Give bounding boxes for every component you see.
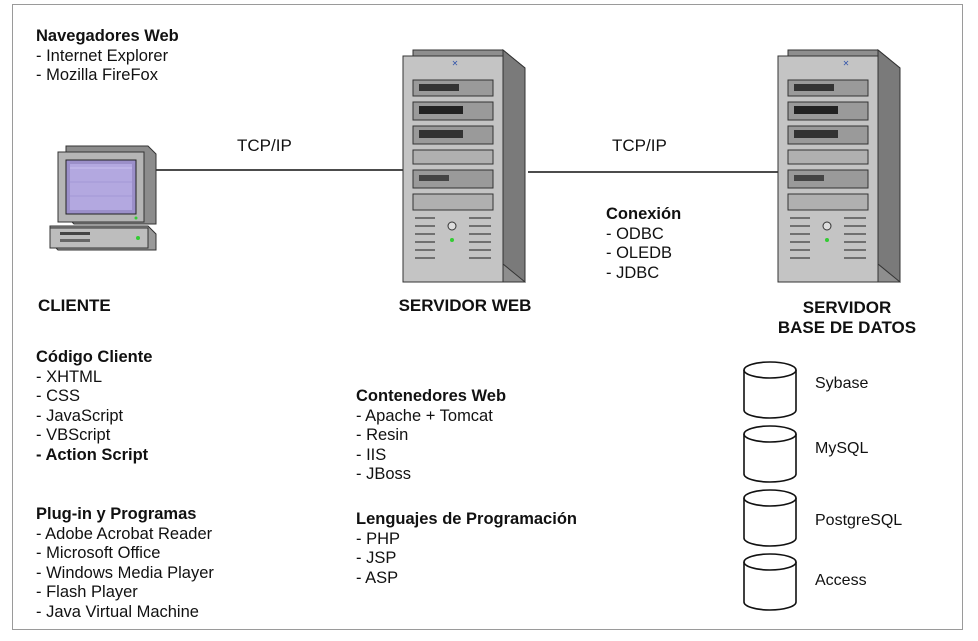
- db-server-caption-line2: BASE DE DATOS: [777, 318, 917, 337]
- containers-block: Contenedores Web Apache + Tomcat Resin I…: [356, 387, 506, 485]
- connection-block: Conexión ODBC OLEDB JDBC: [606, 205, 681, 283]
- client-code-item-bold: Action Script: [36, 446, 152, 466]
- language-item: PHP: [356, 530, 577, 550]
- language-item: ASP: [356, 569, 577, 589]
- client-computer-icon: [49, 145, 157, 251]
- container-item: JBoss: [356, 465, 506, 485]
- db-server-caption-line1: SERVIDOR: [802, 298, 892, 317]
- container-item: Resin: [356, 426, 506, 446]
- svg-text:✕: ✕: [452, 59, 459, 68]
- database-cylinder-icon: [743, 553, 797, 611]
- database-label-postgresql: PostgreSQL: [815, 512, 903, 529]
- plugin-item: Java Virtual Machine: [36, 603, 214, 623]
- plugin-item: Windows Media Player: [36, 564, 214, 584]
- client-code-item: VBScript: [36, 426, 152, 446]
- db-server-caption: SERVIDOR BASE DE DATOS: [762, 298, 932, 338]
- plugins-block: Plug-in y Programas Adobe Acrobat Reader…: [36, 505, 214, 623]
- database-label-access: Access: [815, 572, 867, 589]
- language-item: JSP: [356, 549, 577, 569]
- container-item: IIS: [356, 446, 506, 466]
- connection-heading: Conexión: [606, 205, 682, 223]
- plugin-item: Microsoft Office: [36, 544, 214, 564]
- browsers-heading: Navegadores Web: [36, 27, 179, 45]
- plugins-heading: Plug-in y Programas: [36, 505, 197, 523]
- browsers-block: Navegadores Web Internet Explorer Mozill…: [36, 27, 179, 86]
- client-code-block: Código Cliente XHTML CSS JavaScript VBSc…: [36, 348, 152, 466]
- db-server-icon: ✕: [777, 48, 901, 284]
- languages-heading: Lenguajes de Programación: [356, 510, 577, 528]
- web-server-icon: ✕: [402, 48, 526, 284]
- connection-item: OLEDB: [606, 244, 681, 264]
- browser-item: Mozilla FireFox: [36, 66, 179, 86]
- database-label-mysql: MySQL: [815, 440, 869, 457]
- client-code-item: JavaScript: [36, 407, 152, 427]
- database-cylinder-icon: [743, 361, 797, 419]
- database-cylinder-icon: [743, 489, 797, 547]
- connection-item: JDBC: [606, 264, 681, 284]
- tcpip-label-right: TCP/IP: [612, 136, 667, 155]
- database-cylinder-icon: [743, 425, 797, 483]
- web-server-caption: SERVIDOR WEB: [398, 296, 532, 315]
- svg-text:✕: ✕: [843, 59, 850, 68]
- database-label-sybase: Sybase: [815, 375, 869, 392]
- client-code-item: CSS: [36, 387, 152, 407]
- diagram-frame: [12, 4, 963, 630]
- plugin-item: Flash Player: [36, 583, 214, 603]
- client-code-heading: Código Cliente: [36, 348, 153, 366]
- tcpip-label-left: TCP/IP: [237, 136, 292, 155]
- languages-block: Lenguajes de Programación PHP JSP ASP: [356, 510, 577, 588]
- client-caption: CLIENTE: [38, 296, 111, 315]
- containers-heading: Contenedores Web: [356, 387, 507, 405]
- plugin-item: Adobe Acrobat Reader: [36, 525, 214, 545]
- client-code-item: XHTML: [36, 368, 152, 388]
- container-item: Apache + Tomcat: [356, 407, 506, 427]
- browser-item: Internet Explorer: [36, 47, 179, 67]
- client-code-item-bold-text: Action Script: [45, 445, 149, 464]
- connection-item: ODBC: [606, 225, 681, 245]
